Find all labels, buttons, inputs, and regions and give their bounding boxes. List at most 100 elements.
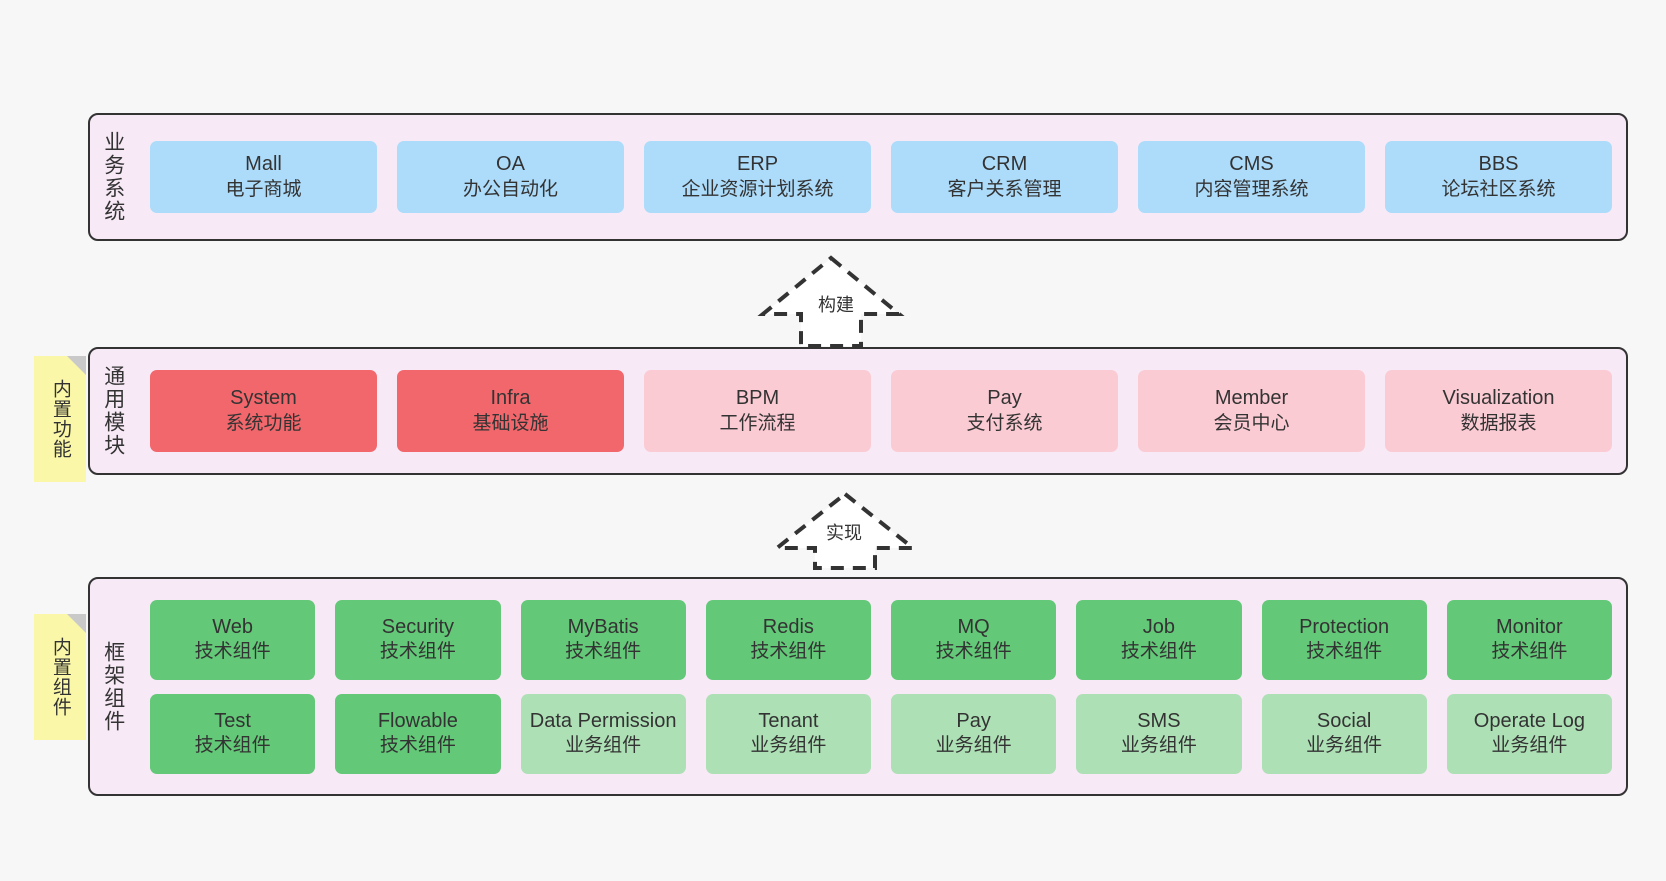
component-subtitle: 内容管理系统 bbox=[1194, 178, 1309, 200]
layer-title-framework-components: 框架组件 bbox=[101, 640, 125, 733]
layer-title-common-modules: 通用模块 bbox=[101, 365, 125, 457]
component-name: Social bbox=[1316, 709, 1372, 732]
component-name: MQ bbox=[957, 615, 990, 638]
component-subtitle: 企业资源计划系统 bbox=[681, 178, 834, 200]
component-subtitle: 技术组件 bbox=[379, 641, 456, 663]
generalization-arrow-icon bbox=[771, 491, 919, 570]
component-subtitle: 电子商城 bbox=[225, 178, 302, 200]
component-box[interactable]: Job 技术组件 bbox=[1076, 599, 1242, 680]
component-subtitle: 业务组件 bbox=[1306, 735, 1383, 757]
component-name: Visualization bbox=[1442, 387, 1555, 410]
component-subtitle: 业务组件 bbox=[1120, 735, 1197, 757]
component-name: CMS bbox=[1229, 153, 1274, 176]
component-subtitle: 数据报表 bbox=[1460, 412, 1537, 434]
component-name: Test bbox=[214, 709, 251, 732]
connector-implement: 实现 bbox=[770, 491, 920, 570]
component-name: Job bbox=[1142, 615, 1175, 638]
component-box[interactable]: Pay 业务组件 bbox=[891, 693, 1057, 774]
component-name: System bbox=[230, 387, 297, 410]
component-subtitle: 业务组件 bbox=[1491, 735, 1568, 757]
component-box[interactable]: Security 技术组件 bbox=[335, 599, 501, 680]
component-name: Protection bbox=[1299, 615, 1390, 638]
note-builtin-components: 内置组件 bbox=[34, 614, 86, 740]
component-box[interactable]: Data Permission 业务组件 bbox=[520, 693, 686, 774]
component-subtitle: 技术组件 bbox=[1491, 641, 1568, 663]
note-builtin-components-label: 内置组件 bbox=[49, 637, 71, 717]
component-name: Mall bbox=[245, 153, 282, 176]
note-builtin-functions: 内置功能 bbox=[34, 356, 86, 482]
connector-build: 构建 bbox=[756, 255, 906, 348]
component-subtitle: 技术组件 bbox=[1120, 641, 1197, 663]
page-fold-icon bbox=[67, 356, 86, 375]
component-subtitle: 技术组件 bbox=[379, 735, 456, 757]
component-name: Tenant bbox=[758, 709, 819, 732]
component-box[interactable]: Tenant 业务组件 bbox=[705, 693, 871, 774]
component-subtitle: 技术组件 bbox=[194, 641, 271, 663]
note-builtin-functions-label: 内置功能 bbox=[49, 379, 71, 459]
component-box[interactable]: Operate Log 业务组件 bbox=[1446, 693, 1612, 774]
component-name: ERP bbox=[736, 153, 779, 176]
component-subtitle: 技术组件 bbox=[1306, 641, 1383, 663]
component-box[interactable]: Protection 技术组件 bbox=[1261, 599, 1427, 680]
component-name: Data Permission bbox=[529, 709, 677, 732]
component-subtitle: 客户关系管理 bbox=[947, 178, 1062, 200]
component-subtitle: 技术组件 bbox=[565, 641, 642, 663]
component-subtitle: 会员中心 bbox=[1213, 412, 1290, 434]
component-name: Operate Log bbox=[1473, 709, 1585, 732]
component-subtitle: 工作流程 bbox=[719, 412, 796, 434]
component-name: Member bbox=[1214, 387, 1289, 410]
component-subtitle: 支付系统 bbox=[966, 412, 1043, 434]
component-name: CRM bbox=[981, 153, 1028, 176]
connector-implement-label: 实现 bbox=[826, 523, 862, 543]
component-name: Pay bbox=[987, 387, 1022, 410]
page-fold-icon bbox=[67, 614, 86, 633]
generalization-arrow-icon bbox=[757, 255, 905, 348]
component-name: Infra bbox=[490, 387, 531, 410]
connector-build-label: 构建 bbox=[818, 295, 854, 315]
component-subtitle: 系统功能 bbox=[225, 412, 302, 434]
component-name: Redis bbox=[762, 615, 814, 638]
component-subtitle: 基础设施 bbox=[472, 412, 549, 434]
component-subtitle: 业务组件 bbox=[565, 735, 642, 757]
component-subtitle: 业务组件 bbox=[750, 735, 827, 757]
component-subtitle: 业务组件 bbox=[935, 735, 1012, 757]
component-subtitle: 论坛社区系统 bbox=[1441, 178, 1556, 200]
component-subtitle: 技术组件 bbox=[194, 735, 271, 757]
component-box[interactable]: Test 技术组件 bbox=[150, 693, 316, 774]
component-box[interactable]: Redis 技术组件 bbox=[705, 599, 871, 680]
component-box[interactable]: Social 业务组件 bbox=[1261, 693, 1427, 774]
component-subtitle: 技术组件 bbox=[750, 641, 827, 663]
component-name: Security bbox=[381, 615, 454, 638]
component-name: OA bbox=[496, 153, 525, 176]
component-name: Pay bbox=[956, 709, 991, 732]
layer-title-business-systems: 业务系统 bbox=[101, 131, 125, 223]
